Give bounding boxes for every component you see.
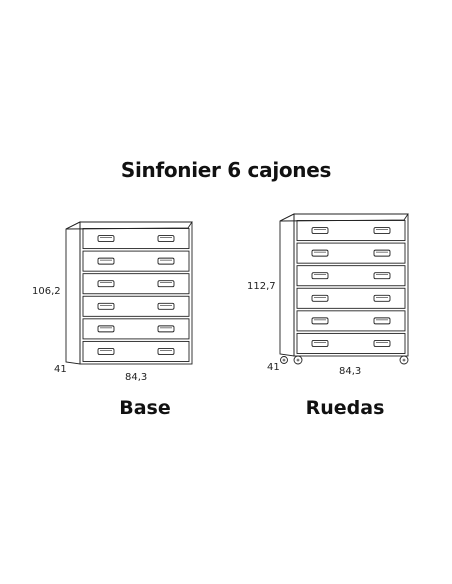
ruedas-drawer <box>296 310 406 332</box>
ruedas-wheel-hub <box>282 358 286 362</box>
base-drawer-handle <box>157 348 175 355</box>
base-drawer-handle <box>97 257 115 265</box>
base-top-panel <box>65 221 193 230</box>
ruedas-front-frame <box>293 213 409 357</box>
ruedas-height-dimension: 112,7 <box>247 281 276 292</box>
ruedas-wheel <box>293 355 303 365</box>
ruedas-drawer-handle <box>311 272 329 280</box>
base-drawer <box>82 250 190 272</box>
ruedas-wheel <box>399 355 409 365</box>
ruedas-drawer <box>296 265 406 287</box>
base-drawer-handle <box>157 325 175 333</box>
base-drawer-handle <box>157 302 175 310</box>
base-drawer <box>82 273 190 295</box>
ruedas-drawer <box>296 220 406 242</box>
ruedas-drawer-handle <box>311 317 329 325</box>
base-drawer-handle <box>97 325 115 333</box>
base-drawer-handle <box>97 235 115 242</box>
base-drawer <box>82 228 190 250</box>
ruedas-drawer-handle <box>311 340 329 347</box>
ruedas-wheel-hub <box>296 358 300 362</box>
ruedas-width-dimension: 84,3 <box>339 366 362 377</box>
ruedas-side-panel <box>279 213 295 357</box>
ruedas-drawer-handle <box>373 227 391 234</box>
ruedas-drawer-handle <box>373 294 391 302</box>
ruedas-drawer-handle <box>373 272 391 280</box>
base-drawer-handle <box>157 280 175 288</box>
ruedas-drawer-handle <box>373 340 391 347</box>
ruedas-drawer <box>296 242 406 264</box>
base-drawer-handle <box>157 235 175 242</box>
ruedas-drawer-handle <box>311 249 329 257</box>
base-drawer-handle <box>97 280 115 288</box>
ruedas-drawer-handle <box>311 294 329 302</box>
base-drawer-handle <box>97 348 115 355</box>
base-front-frame <box>79 221 193 365</box>
ruedas-wheel <box>280 356 288 364</box>
ruedas-drawer-handle <box>373 249 391 257</box>
ruedas-drawer <box>296 287 406 309</box>
base-height-dimension: 106,2 <box>32 286 61 297</box>
ruedas-wheel-hub <box>402 358 406 362</box>
base-label: Base <box>119 397 171 419</box>
base-drawer-handle <box>97 302 115 310</box>
ruedas-drawer-handle <box>373 317 391 325</box>
base-depth-dimension: 41 <box>54 364 67 375</box>
ruedas-label: Ruedas <box>305 397 385 419</box>
base-drawer <box>82 295 190 317</box>
ruedas-top-panel <box>279 213 409 222</box>
ruedas-drawer-handle <box>311 227 329 234</box>
base-drawer <box>82 318 190 340</box>
base-drawer-handle <box>157 257 175 265</box>
page-title: Sinfonier 6 cajones <box>120 158 332 182</box>
ruedas-drawer <box>296 332 406 354</box>
base-side-panel <box>65 221 81 365</box>
base-drawer <box>82 340 190 362</box>
base-width-dimension: 84,3 <box>125 372 148 383</box>
ruedas-depth-dimension: 41 <box>267 362 280 373</box>
